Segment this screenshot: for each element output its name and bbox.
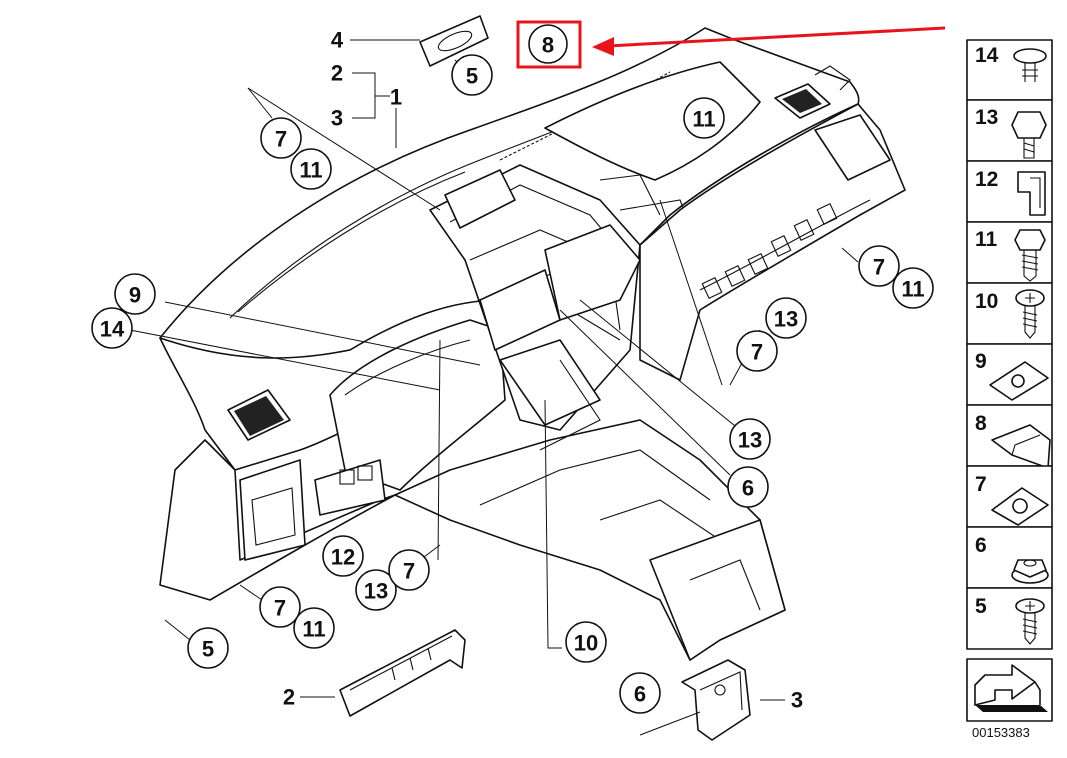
svg-text:7: 7 (275, 127, 287, 152)
svg-text:8: 8 (975, 412, 987, 435)
svg-text:5: 5 (466, 64, 478, 89)
svg-text:12: 12 (975, 168, 998, 191)
legend-cell-9: 9 (966, 343, 1053, 406)
tapping-screw-icon (1015, 289, 1045, 339)
legend-cell-12: 12 (966, 160, 1053, 223)
speed-nut-icon (991, 487, 1049, 526)
legend-cell-13: 13 (966, 99, 1053, 162)
svg-text:14: 14 (100, 317, 125, 342)
svg-text:7: 7 (751, 340, 763, 365)
svg-text:6: 6 (742, 476, 754, 501)
callout-6-center: 6 (727, 466, 769, 508)
svg-text:11: 11 (692, 107, 715, 132)
svg-text:6: 6 (634, 682, 646, 707)
nut-clip-icon (989, 361, 1049, 401)
svg-text:7: 7 (274, 596, 286, 621)
svg-text:7: 7 (975, 473, 987, 496)
highlight-arrow (592, 26, 946, 56)
callout-5-top: 5 (451, 54, 493, 96)
legend-cell-11: 11 (966, 221, 1053, 284)
callout-11-bottom-left: 11 (293, 607, 335, 649)
callout-8-highlighted: 8 (516, 20, 582, 69)
svg-text:7: 7 (873, 255, 885, 280)
svg-text:6: 6 (975, 534, 987, 557)
svg-text:13: 13 (738, 428, 762, 453)
callout-7-bottom-left: 7 (259, 586, 301, 628)
callout-7-upper-left: 7 (260, 117, 302, 159)
fastener-legend: 14 13 12 11 (966, 39, 1053, 740)
callout-11-right: 11 (892, 267, 934, 309)
center-support-frame (429, 164, 701, 431)
callout-7-mid-right: 7 (736, 330, 778, 372)
svg-text:9: 9 (975, 350, 987, 373)
flange-nut-icon (1011, 559, 1049, 584)
push-clip-icon (1013, 48, 1047, 82)
callout-4: 4 (331, 28, 344, 53)
part-3-bracket (681, 659, 751, 741)
legend-arrow-cell (966, 658, 1053, 722)
callout-11-display: 11 (683, 97, 725, 139)
legend-cell-8: 8 (966, 404, 1053, 469)
svg-text:14: 14 (975, 44, 999, 67)
svg-text:10: 10 (975, 290, 998, 313)
callout-13-right: 13 (765, 297, 807, 339)
flat-screw-icon (1015, 598, 1045, 645)
callout-7-right: 7 (858, 245, 900, 287)
svg-text:7: 7 (403, 559, 415, 584)
spring-clip-icon (991, 424, 1051, 469)
callout-10: 10 (565, 621, 607, 663)
dashboard-right-section (639, 65, 906, 381)
svg-text:8: 8 (542, 33, 554, 58)
legend-cell-6: 6 (966, 526, 1053, 589)
callout-3-bracket: 3 (791, 688, 803, 713)
callout-3: 3 (331, 106, 343, 131)
callout-14: 14 (91, 307, 133, 349)
callout-13-lower: 13 (355, 569, 397, 611)
callout-6-bottom: 6 (619, 672, 661, 714)
direction-arrow-icon (974, 664, 1048, 712)
svg-text:5: 5 (202, 637, 214, 662)
legend-cell-5: 5 (966, 587, 1053, 650)
svg-text:11: 11 (302, 617, 325, 642)
svg-text:11: 11 (901, 277, 924, 302)
bracket-clip-icon (1017, 171, 1046, 216)
center-console (394, 359, 786, 661)
callout-12: 12 (322, 535, 364, 577)
document-number: 00153383 (972, 725, 1030, 740)
svg-text:5: 5 (975, 595, 987, 618)
callout-5-bottom: 5 (187, 627, 229, 669)
legend-cell-14: 14 (966, 39, 1053, 101)
part-4-5-cover-plate (419, 15, 489, 67)
svg-text:10: 10 (574, 631, 598, 656)
svg-text:12: 12 (331, 545, 355, 570)
switch-openings (701, 203, 838, 299)
callout-9: 9 (114, 273, 156, 315)
callout-2-bracket: 2 (283, 685, 295, 710)
legend-cell-7: 7 (966, 465, 1053, 528)
svg-text:13: 13 (774, 307, 798, 332)
hex-screw-icon (1014, 229, 1046, 282)
part-2-bracket (339, 629, 466, 717)
svg-text:11: 11 (975, 228, 998, 251)
svg-text:13: 13 (975, 106, 998, 129)
callout-1: 1 (390, 85, 402, 110)
callout-2: 2 (331, 61, 343, 86)
callout-11-upper-left: 11 (290, 148, 332, 190)
svg-text:11: 11 (299, 158, 322, 183)
svg-text:13: 13 (364, 579, 388, 604)
hex-bolt-icon (1011, 111, 1047, 159)
callout-13-center: 13 (729, 418, 771, 460)
callout-7-lower: 7 (388, 549, 430, 591)
legend-cell-10: 10 (966, 282, 1053, 345)
svg-text:9: 9 (129, 283, 141, 308)
